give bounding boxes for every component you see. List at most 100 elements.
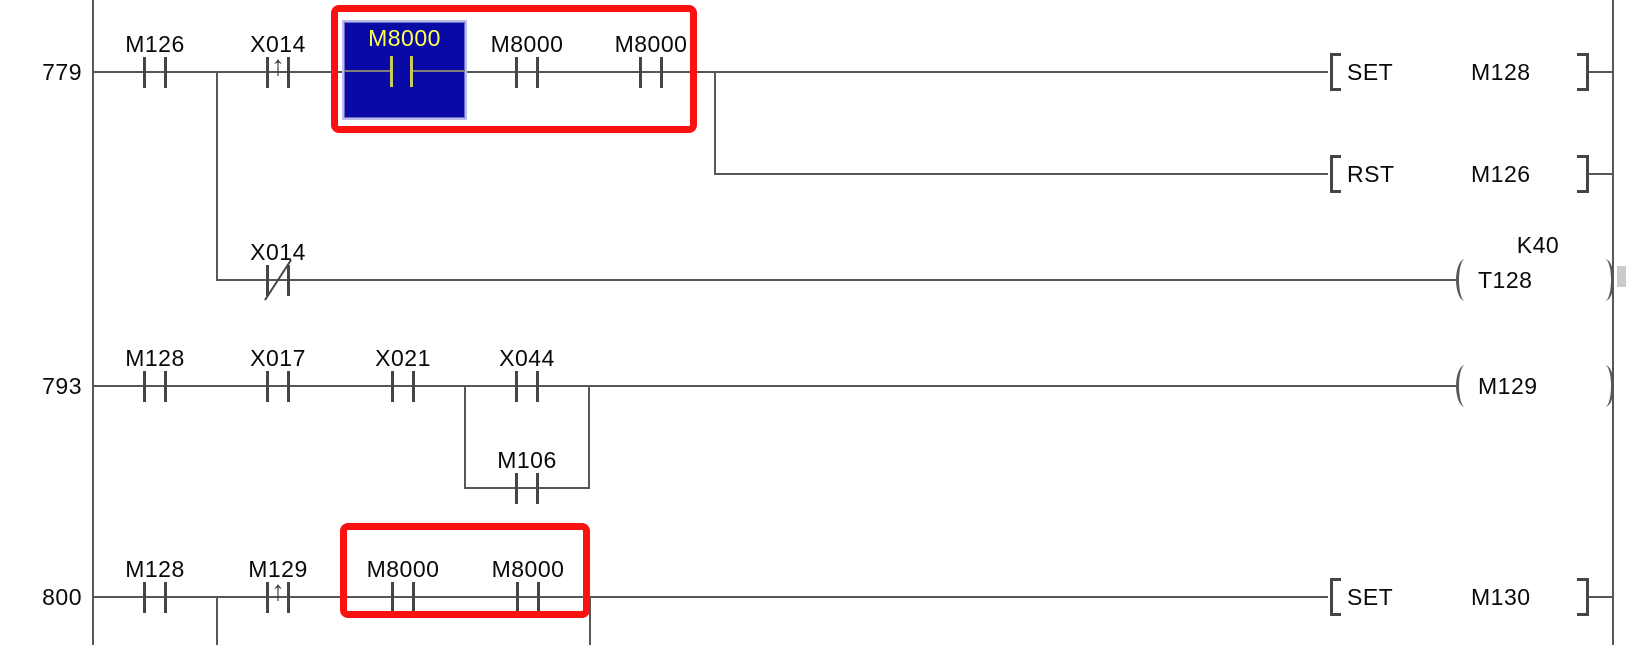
left-power-rail [92, 0, 94, 645]
selected-contact-wire [344, 70, 390, 72]
coil-t128[interactable]: T128 [1452, 258, 1616, 302]
contact-leg [164, 57, 167, 88]
device-label: M8000 [490, 31, 564, 57]
wire-rung793-main [93, 385, 1456, 387]
wire-timer-branch [217, 279, 1456, 281]
contact-leg [391, 371, 394, 402]
contact-leg [266, 57, 269, 88]
instruction-opcode: SET [1347, 584, 1394, 610]
contact-leg [536, 371, 539, 402]
highlight-box-rung779-m8000-group [331, 5, 697, 133]
contact-m8000-no-3[interactable]: M8000 [591, 32, 711, 104]
contact-leg [164, 582, 167, 613]
wire-branch-timer-drop [216, 71, 218, 281]
contact-leg [515, 57, 518, 88]
rung-number-800: 800 [42, 584, 82, 610]
wire-rst-branch [715, 173, 1328, 175]
contact-leg [412, 582, 415, 613]
device-label: M128 [125, 556, 185, 582]
bracket-left-icon [1330, 578, 1341, 616]
contact-leg [287, 582, 290, 613]
coil-m129[interactable]: M129 [1452, 364, 1616, 408]
coil-device-label: M129 [1478, 373, 1538, 399]
instruction-set-m128[interactable]: SET M128 [1325, 53, 1617, 91]
bracket-left-icon [1330, 53, 1341, 91]
contact-leg [515, 371, 518, 402]
contact-m8000-no-2[interactable]: M8000 [467, 32, 587, 104]
contact-x014-rising-edge[interactable]: X014 ↑ [218, 32, 338, 104]
contact-leg [164, 371, 167, 402]
contact-leg [266, 582, 269, 613]
contact-leg [660, 57, 663, 88]
device-label: X021 [375, 345, 431, 371]
contact-leg [266, 265, 269, 296]
device-label: M128 [125, 345, 185, 371]
contact-leg [536, 473, 539, 504]
bracket-right-icon [1577, 53, 1589, 91]
bracket-left-icon [1330, 155, 1341, 193]
contact-leg [266, 371, 269, 402]
device-label: M106 [497, 447, 557, 473]
instruction-rst-m126[interactable]: RST M126 [1325, 155, 1617, 193]
device-label: M129 [248, 556, 308, 582]
selected-contact-wire [413, 70, 465, 72]
device-label: X044 [499, 345, 555, 371]
contact-leg [143, 371, 146, 402]
contact-m128-no-rung800[interactable]: M128 [95, 557, 215, 629]
rung-number-779: 779 [42, 59, 82, 85]
rung-number-793: 793 [42, 373, 82, 399]
device-label: X014 [250, 31, 306, 57]
device-label: M126 [125, 31, 185, 57]
contact-x017-no[interactable]: X017 [218, 346, 338, 418]
adjacent-pane-fragment [1617, 266, 1626, 287]
contact-x014-normally-closed[interactable]: X014 [218, 240, 338, 312]
contact-m128-no[interactable]: M128 [95, 346, 215, 418]
bracket-right-icon [1577, 578, 1589, 616]
wire-rung800-main [93, 596, 1328, 598]
rising-edge-arrow-icon: ↑ [271, 575, 285, 606]
wire-parallel-right-drop [588, 385, 590, 489]
contact-m126-no[interactable]: M126 [95, 32, 215, 104]
contact-leg [287, 371, 290, 402]
instruction-set-m130[interactable]: SET M130 [1325, 578, 1617, 616]
instruction-operand: M128 [1471, 59, 1531, 85]
wire-rung779-rail-stub [1588, 71, 1612, 73]
contact-x044-no[interactable]: X044 [467, 346, 587, 418]
contact-leg [639, 57, 642, 88]
contact-leg [536, 57, 539, 88]
wire-rung800-drop-1 [216, 596, 218, 645]
paren-left-icon [1456, 365, 1474, 407]
instruction-operand: M126 [1471, 161, 1531, 187]
contact-m8000-no-rung800-2[interactable]: M8000 [468, 557, 588, 629]
contact-leg [391, 582, 394, 613]
contact-m8000-no-rung800-1[interactable]: M8000 [343, 557, 463, 629]
wire-parallel-left-drop [464, 385, 466, 489]
right-power-rail [1612, 0, 1614, 645]
device-label: M8000 [614, 31, 688, 57]
contact-x021-no[interactable]: X021 [343, 346, 463, 418]
contact-m129-rising-edge[interactable]: M129 ↑ [218, 557, 338, 629]
wire-parallel-branch [465, 487, 590, 489]
instruction-opcode: SET [1347, 59, 1394, 85]
rising-edge-arrow-icon: ↑ [271, 50, 285, 81]
paren-right-icon [1596, 365, 1614, 407]
device-label: X017 [250, 345, 306, 371]
contact-leg [515, 473, 518, 504]
wire-branch-rst-drop [714, 71, 716, 175]
bracket-right-icon [1577, 155, 1589, 193]
contact-leg [143, 57, 146, 88]
wire-rst-rail-stub [1588, 173, 1612, 175]
coil-device-label: T128 [1478, 267, 1533, 293]
instruction-operand: M130 [1471, 584, 1531, 610]
contact-leg [143, 582, 146, 613]
contact-leg [516, 582, 519, 613]
instruction-opcode: RST [1347, 161, 1395, 187]
paren-right-icon [1596, 259, 1614, 301]
contact-leg [287, 265, 290, 296]
paren-left-icon [1456, 259, 1474, 301]
device-label: M8000 [491, 556, 565, 582]
selected-device-label: M8000 [368, 25, 441, 51]
contact-m106-no[interactable]: M106 [467, 448, 587, 520]
contact-leg [537, 582, 540, 613]
